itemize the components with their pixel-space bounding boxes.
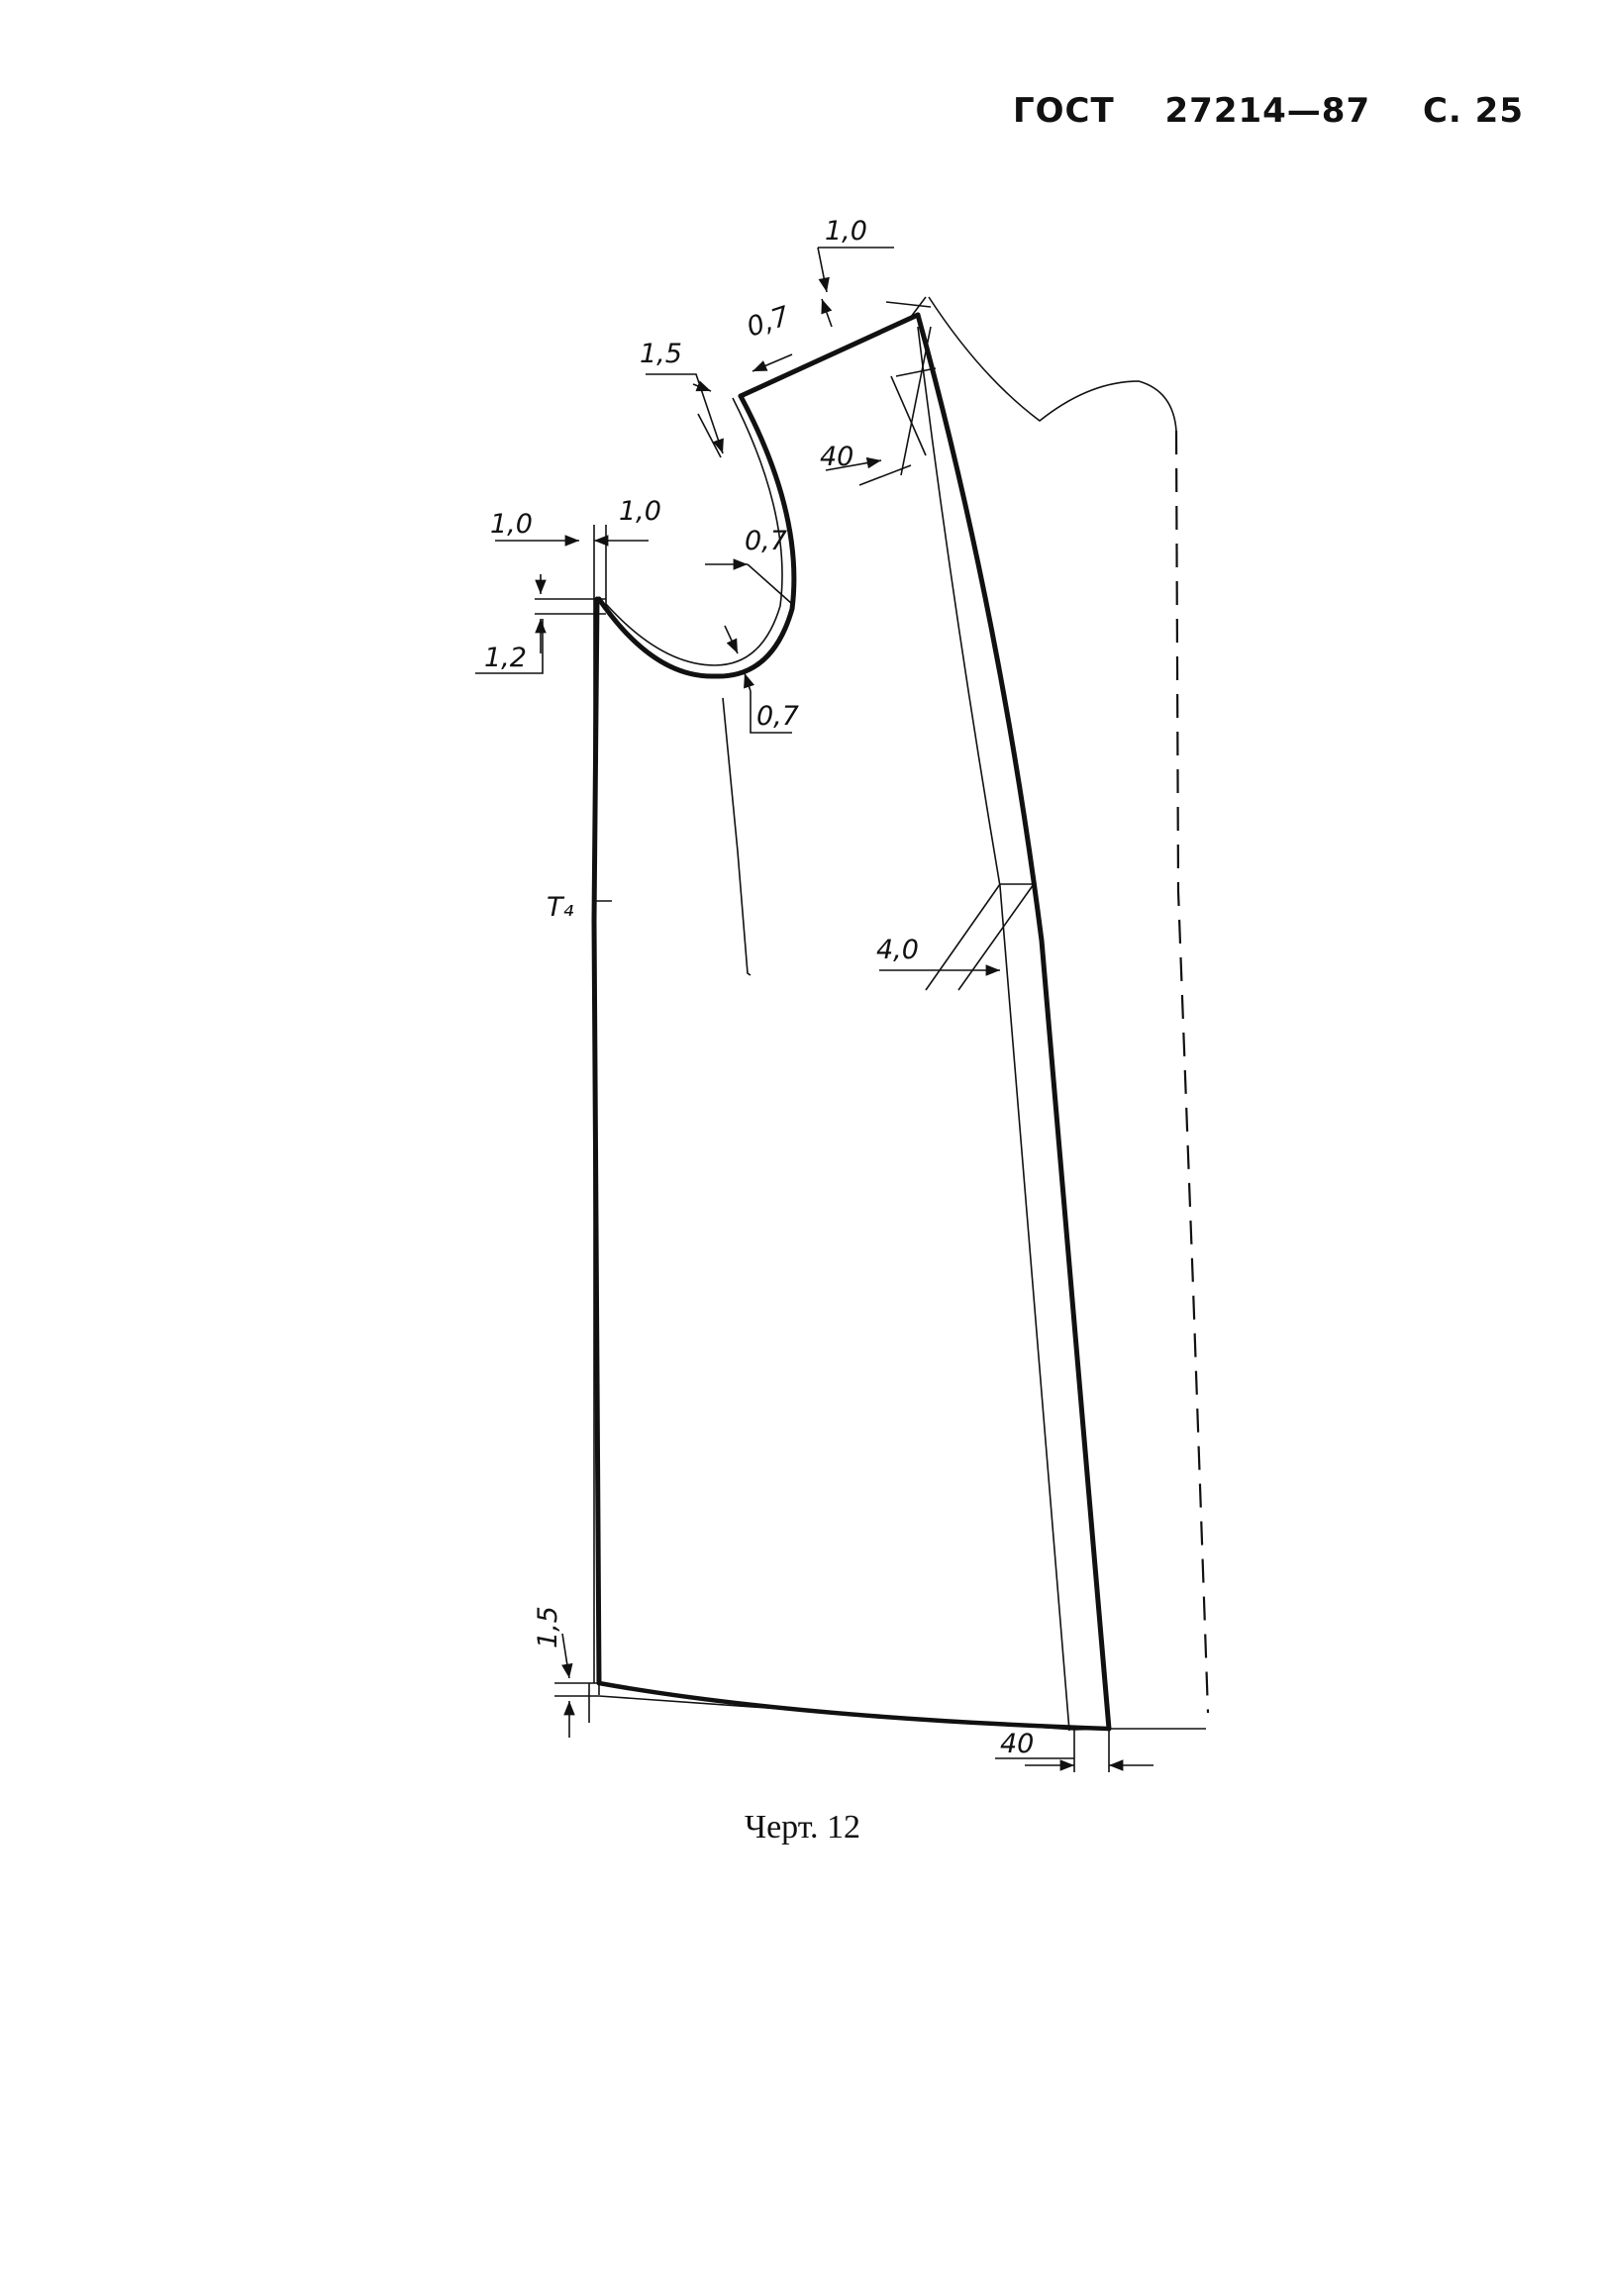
shoulder-line: [738, 312, 921, 399]
armhole-curve: [596, 393, 797, 679]
dimension-labels: 1,0 0,7 1,5 40 1,0 1,0 1,2 0,7 0,7 Т₄ 4,…: [484, 216, 1034, 1759]
label-hem-right: 40: [1000, 1729, 1034, 1759]
dimension-lines: [475, 247, 1154, 1771]
label-shoulder-top: 1,0: [825, 216, 867, 247]
label-armhole-top: 1,5: [640, 339, 682, 369]
hem-line: [596, 1680, 1112, 1732]
pattern-outline: [591, 312, 1112, 1732]
label-neck-lower: 1,2: [484, 643, 527, 673]
dashed-contour: [1174, 430, 1210, 1714]
page-number: С. 25: [1422, 91, 1524, 131]
standard-number: 27214—87: [1164, 91, 1371, 131]
figure-caption: Черт. 12: [744, 1809, 861, 1846]
label-armhole-mid: 0,7: [745, 526, 787, 556]
label-side-upper: 40: [820, 442, 853, 472]
label-side-mid: 4,0: [876, 935, 919, 965]
label-control-point: Т₄: [547, 892, 573, 923]
label-neck-left: 1,0: [490, 509, 533, 540]
label-shoulder-seam: 0,7: [744, 301, 793, 344]
construction-lines: [588, 296, 1206, 1772]
side-seam-line: [915, 312, 1112, 1732]
label-armhole-bottom: 0,7: [756, 701, 799, 732]
page-header: ГОСТ 27214—87 С. 25: [1013, 91, 1524, 131]
label-neck-right: 1,0: [619, 496, 661, 527]
label-hem-left: 1,5: [533, 1606, 563, 1648]
standard-label: ГОСТ: [1012, 91, 1115, 131]
